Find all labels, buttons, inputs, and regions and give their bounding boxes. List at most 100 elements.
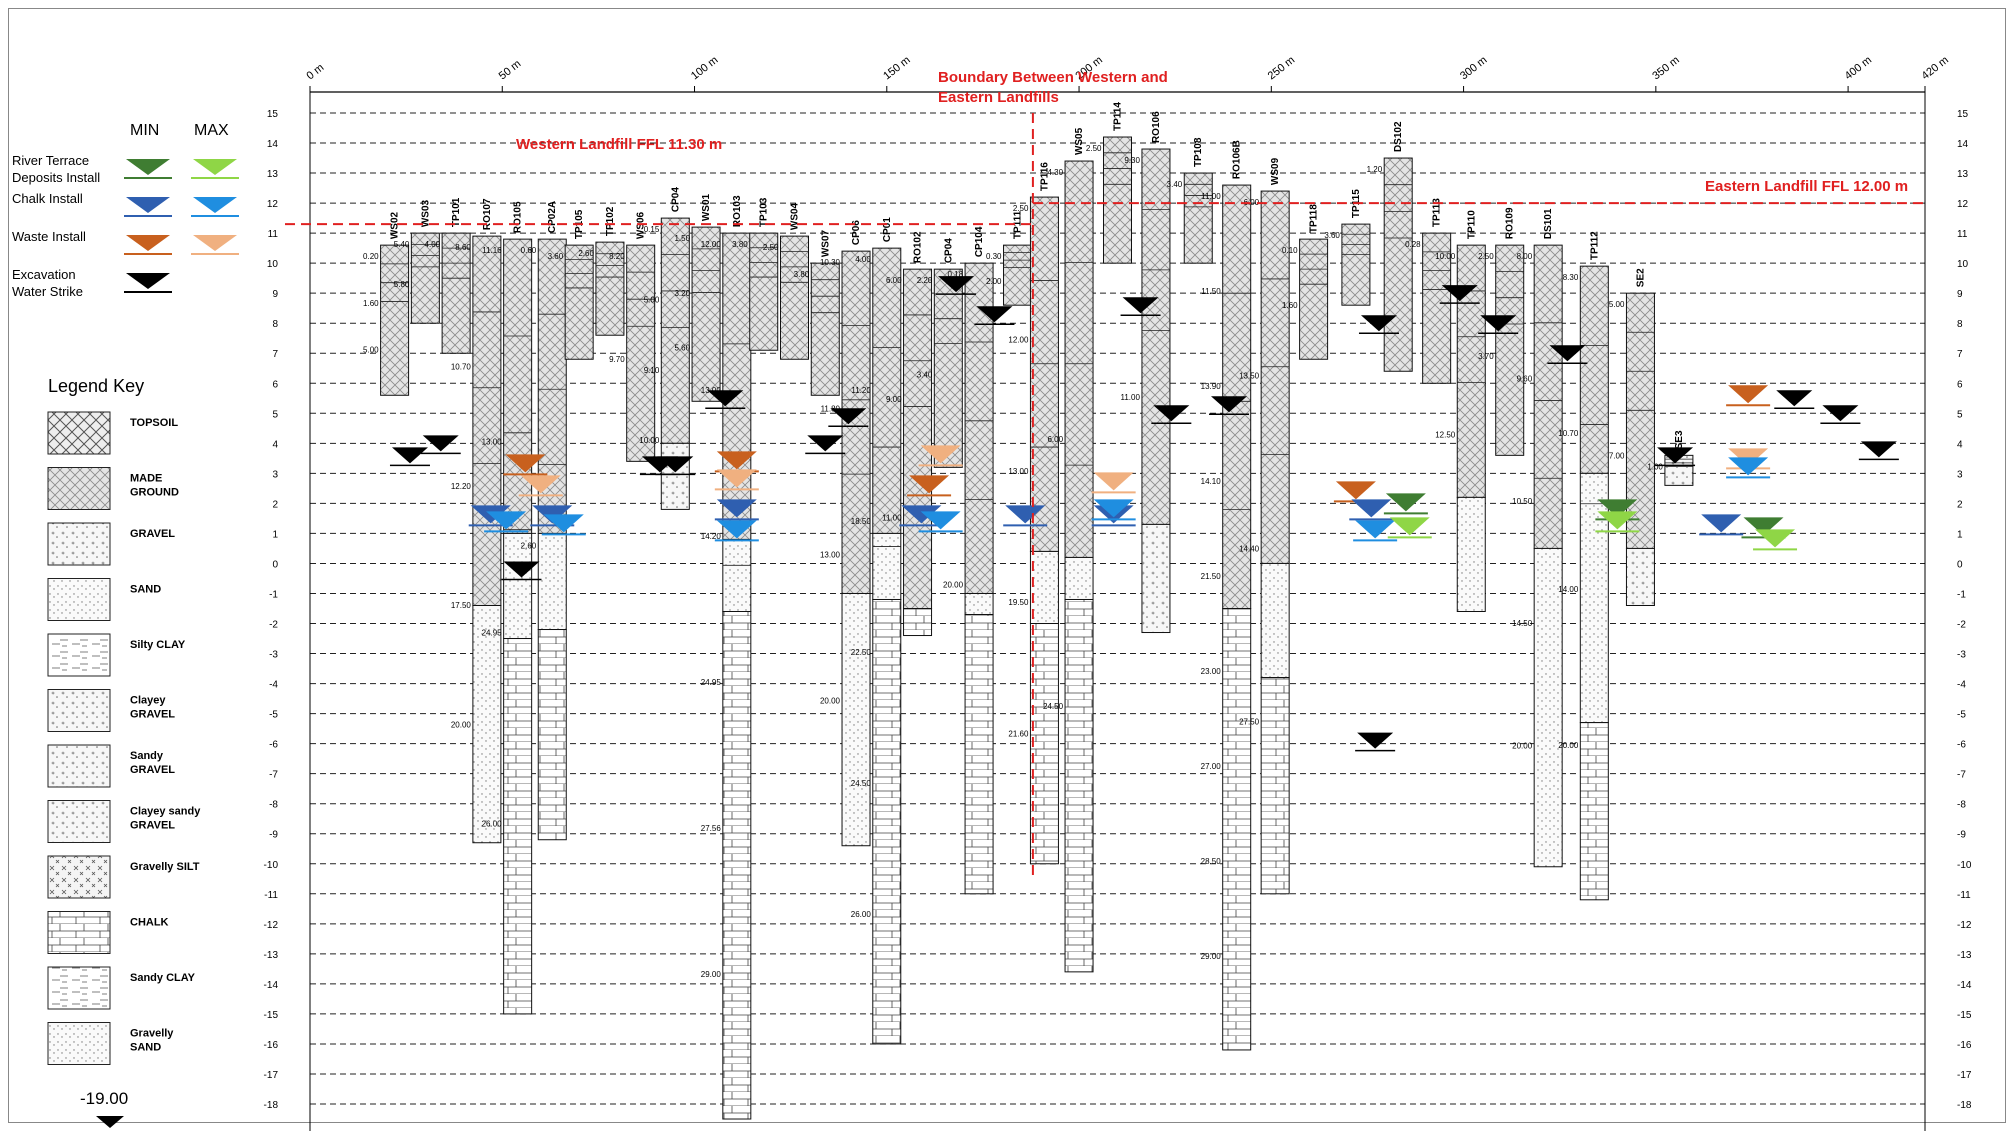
- borehole-name: CP06: [851, 220, 862, 245]
- borehole-depth-label: 5.00: [644, 295, 660, 304]
- borehole-depth-label: 13.00: [482, 437, 503, 446]
- stratum-made: [380, 244, 410, 396]
- borehole-depth-label: 21.50: [1201, 572, 1222, 581]
- elevation-tick-right: 11: [1957, 229, 1968, 240]
- distance-tick-label: 50 m: [497, 58, 524, 83]
- install-marker-triangle: [1385, 493, 1426, 512]
- borehole-depth-label: 2.60: [578, 249, 594, 258]
- stratum-made: [1029, 196, 1059, 552]
- install-marker-triangle: [909, 475, 950, 494]
- elevation-tick-right: 5: [1957, 409, 1963, 420]
- stratum-sand: [964, 592, 994, 616]
- borehole-tp115: TP1153.60: [1324, 189, 1371, 306]
- borehole-name: TP103: [759, 197, 770, 227]
- legend-key-label-2: GROUND: [130, 487, 179, 499]
- borehole-name: TP112: [1589, 231, 1600, 260]
- borehole-depth-label: 18.50: [851, 517, 872, 526]
- borehole-depth-label: 0.15: [644, 225, 660, 234]
- stratum-gravel: [1625, 547, 1655, 606]
- install-legend-min-swatch: [126, 197, 170, 213]
- install-marker-chalk-min: [1349, 499, 1394, 521]
- borehole-depth-label: 2.00: [986, 277, 1002, 286]
- elevation-tick-right: 3: [1957, 469, 1963, 480]
- stratum-chalk: [503, 638, 533, 1015]
- legend-key-label: CHALK: [130, 917, 169, 929]
- stratum-sand: [503, 532, 533, 640]
- water-strike-marker: [705, 390, 746, 410]
- borehole-depth-label: 10.50: [1512, 497, 1533, 506]
- install-marker-triangle: [716, 520, 757, 539]
- stratum-sand: [841, 592, 871, 847]
- borehole-name: TP110: [1466, 210, 1477, 239]
- borehole-depth-label: 21.60: [1008, 729, 1029, 738]
- borehole-name: TP102: [605, 206, 616, 236]
- elevation-tick-right: 15: [1957, 109, 1969, 120]
- borehole-depth-label: 7.00: [1609, 451, 1625, 460]
- stratum-made: [1383, 157, 1413, 372]
- section-frame: [8, 8, 2006, 1123]
- stratum-made: [780, 235, 809, 360]
- install-marker-triangle: [1755, 529, 1796, 548]
- install-marker-triangle: [1389, 517, 1430, 536]
- install-marker-river-max: [1595, 511, 1640, 533]
- water-strike-triangle: [1122, 297, 1159, 314]
- stratum-made: [1625, 292, 1655, 549]
- borehole-depth-label: 20.00: [1512, 741, 1533, 750]
- borehole-name: TP113: [1432, 198, 1443, 227]
- install-marker-chalk-max: [484, 511, 529, 533]
- stratum-chalk: [1064, 598, 1094, 973]
- stratum-made: [1579, 265, 1609, 474]
- elevation-tick-left: -5: [269, 710, 278, 721]
- elevation-tick-right: 2: [1957, 499, 1963, 510]
- borehole-depth-label: 14.10: [1201, 477, 1222, 486]
- borehole-name: RO102: [913, 231, 924, 263]
- borehole-depth-label: 5.80: [394, 280, 410, 289]
- legend-key-label: Clayey sandy: [130, 806, 201, 818]
- stratum-sand: [872, 532, 902, 600]
- install-legend-label: Excavation: [12, 267, 76, 282]
- elevation-tick-left: -12: [264, 920, 279, 931]
- borehole-depth-label: 10.00: [1435, 252, 1456, 261]
- water-strike-marker: [1655, 447, 1696, 467]
- elevation-tick-left: 1: [272, 529, 278, 540]
- borehole-depth-label: 26.00: [482, 820, 503, 829]
- water-strike-marker: [501, 561, 542, 581]
- install-marker-triangle: [543, 514, 584, 533]
- borehole-name: SE3: [1674, 430, 1685, 449]
- stratum-made: [964, 262, 994, 594]
- install-marker-waste-max: [1091, 472, 1136, 494]
- borehole-depth-label: 4.00: [425, 240, 441, 249]
- borehole-depth-label: 14.00: [1558, 585, 1579, 594]
- borehole-name: CP04: [943, 238, 954, 263]
- water-strike-marker: [1439, 285, 1480, 304]
- western-ffl-label: Western Landfill FFL 11.30 m: [516, 136, 722, 153]
- borehole-depth-label: 23.00: [1201, 667, 1222, 676]
- borehole-name: WS03: [420, 199, 431, 227]
- borehole-depth-label: 13.00: [1008, 467, 1029, 476]
- water-strike-marker: [1478, 315, 1519, 334]
- install-marker-waste-min: [714, 451, 759, 473]
- elevation-tick-left: -15: [264, 1010, 279, 1021]
- borehole-depth-label: 14.50: [1512, 619, 1533, 628]
- legend-key-label-2: GRAVEL: [130, 820, 175, 832]
- elevation-tick-left: -18: [264, 1100, 279, 1111]
- legend-key-label: Silty CLAY: [130, 639, 186, 651]
- legend-swatch-siltyclay: [47, 966, 111, 1010]
- borehole-name: TP118: [1309, 204, 1320, 233]
- install-marker-triangle: [1701, 514, 1742, 533]
- borehole-depth-label: 24.50: [1043, 702, 1064, 711]
- water-strike-marker: [1355, 732, 1396, 752]
- borehole-name: RO105: [513, 201, 524, 233]
- borehole-name: CP104: [974, 226, 985, 257]
- install-marker-chalk-min: [714, 499, 759, 521]
- borehole-depth-label: 26.00: [851, 910, 872, 919]
